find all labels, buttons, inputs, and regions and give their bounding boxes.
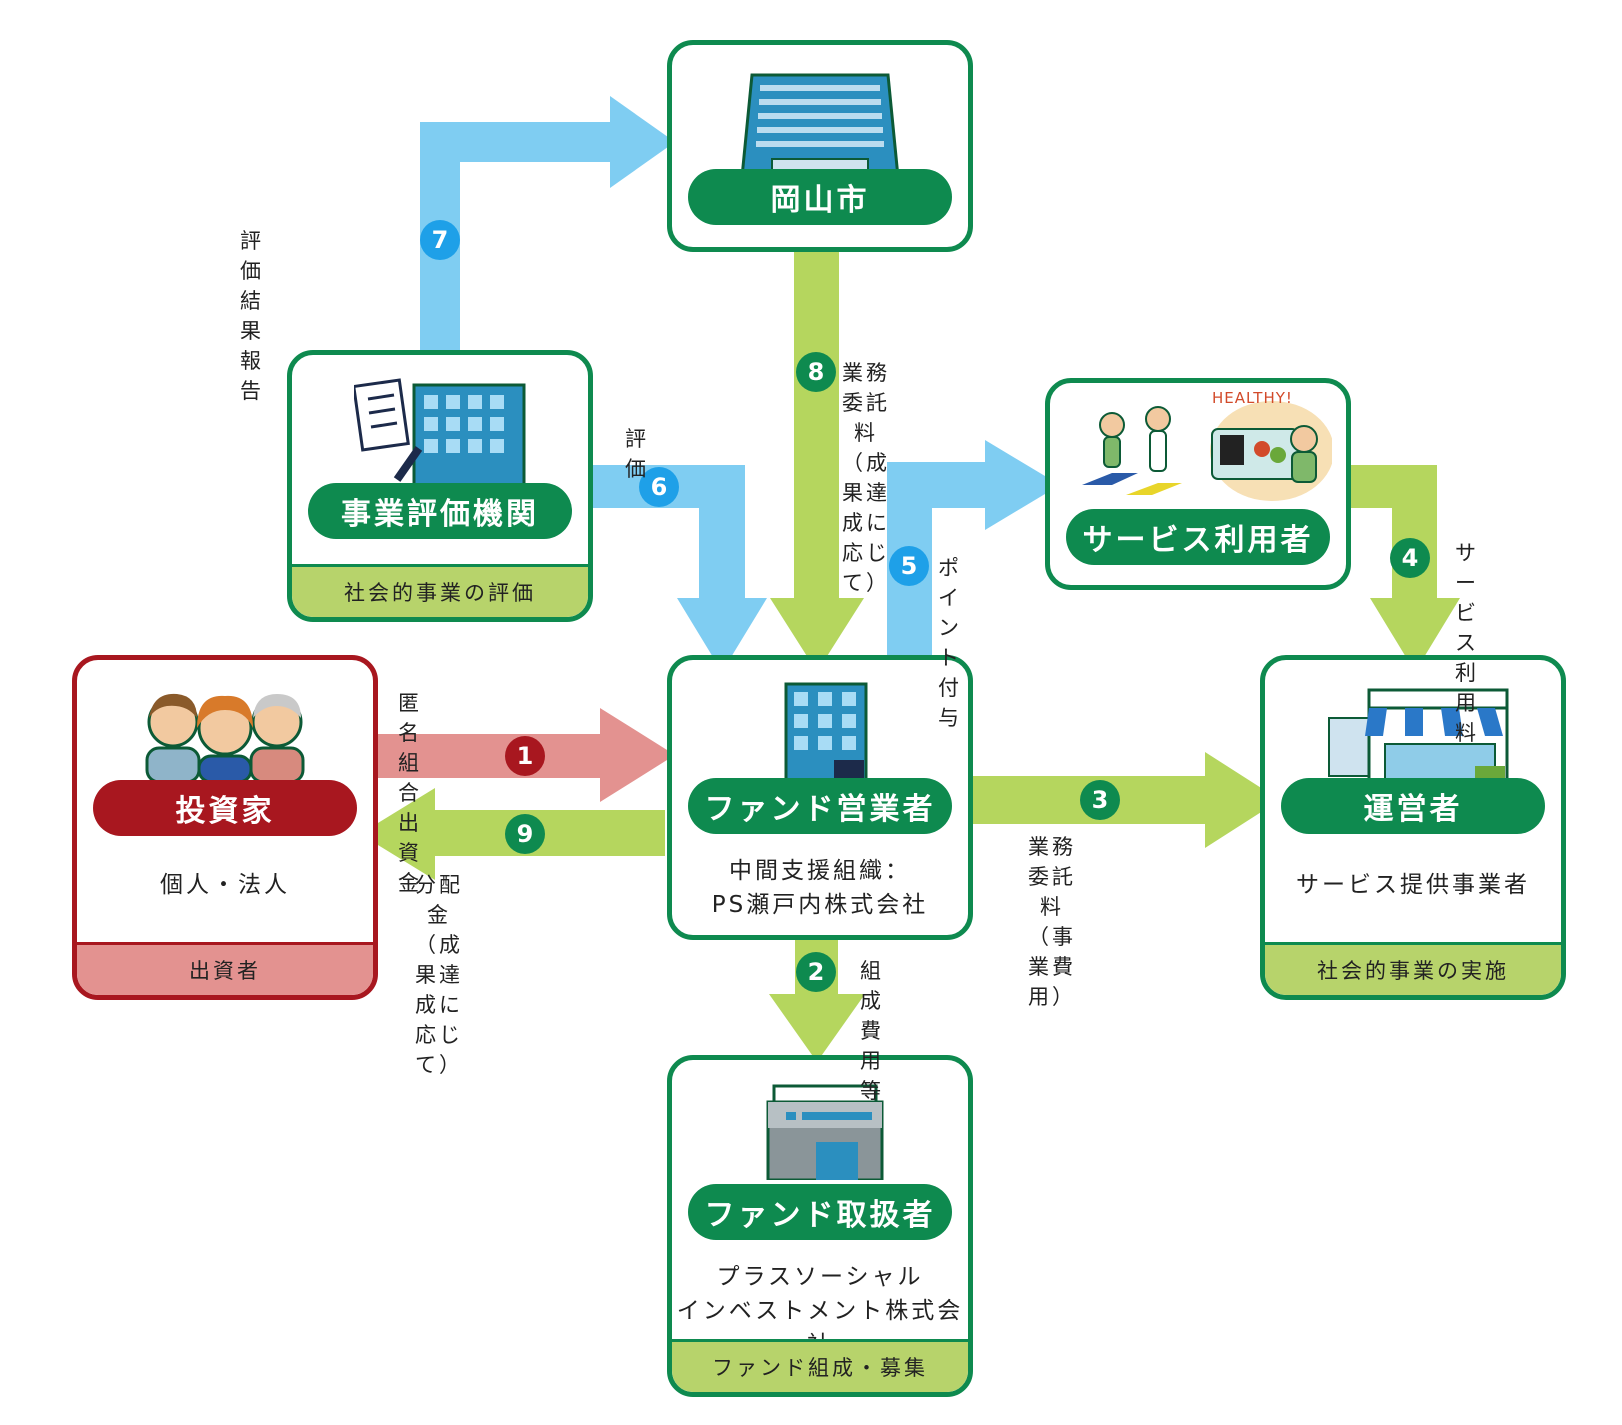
node-service-user: HEALTHY! サービス利用者 [1045, 378, 1351, 590]
arrow-6 [590, 465, 767, 672]
flow-7-label: 評価結果報告 [240, 229, 264, 403]
investor-title: 投資家 [93, 780, 357, 836]
fund-handler-title: ファンド取扱者 [688, 1184, 952, 1240]
fund-handler-building-icon [766, 1084, 884, 1180]
fund-operator-building-icon [784, 682, 868, 782]
flow-5-label: ポイント 付与 [938, 556, 962, 730]
service-user-title: サービス利用者 [1066, 509, 1330, 565]
city-hall-building-icon [740, 73, 900, 177]
evaluator-footer: 社会的事業の評価 [292, 564, 588, 617]
flow-4-label: サービス 利用料 [1455, 541, 1479, 745]
flow-9-number: 9 [505, 814, 545, 854]
arrow-8 [770, 250, 864, 672]
node-fund-handler: ファンド取扱者 プラスソーシャル インベストメント株式会社 ファンド組成・募集 [667, 1055, 973, 1397]
operator-footer: 社会的事業の実施 [1265, 942, 1561, 995]
node-operator: 運営者 サービス提供事業者 社会的事業の実施 [1260, 655, 1566, 1000]
flow-5-number: 5 [889, 546, 929, 586]
flow-6-label: 評 価 [625, 427, 649, 481]
node-investor: 投資家 個人・法人 出資者 [72, 655, 378, 1000]
operator-title: 運営者 [1281, 778, 1545, 834]
node-evaluator: 事業評価機関 社会的事業の評価 [287, 350, 593, 622]
okayama-title: 岡山市 [688, 169, 952, 225]
healthy-badge: HEALTHY! [1212, 389, 1293, 407]
evaluation-checklist-building-icon [354, 378, 526, 485]
flow-1-number: 1 [505, 736, 545, 776]
investor-sub: 個人・法人 [160, 872, 290, 898]
arrow-2 [769, 930, 865, 1062]
flow-2-label: 組成費用等 [860, 959, 884, 1103]
fund-handler-sub: プラスソーシャル インベストメント株式会社 [676, 1264, 964, 1358]
flow-3-number: 3 [1080, 780, 1120, 820]
operator-sub: サービス提供事業者 [1296, 872, 1530, 898]
fund-operator-sub: 中間支援組織： PS瀬戸内株式会社 [711, 858, 929, 918]
fund-operator-title: ファンド営業者 [688, 778, 952, 834]
flow-3-label: 業務委託料 （事業費用） [1028, 835, 1076, 1009]
flow-2-number: 2 [796, 952, 836, 992]
flow-4-number: 4 [1390, 538, 1430, 578]
flow-7-number: 7 [420, 220, 460, 260]
investor-footer: 出資者 [77, 942, 373, 995]
investors-people-icon [145, 693, 305, 782]
arrow-5 [887, 440, 1060, 655]
healthy-people-icon [1082, 401, 1332, 501]
arrow-3 [965, 752, 1280, 848]
arrow-7 [420, 96, 675, 350]
flow-8-number: 8 [796, 352, 836, 392]
flow-1-label: 匿名組合出資金 [398, 691, 422, 895]
node-okayama: 岡山市 [667, 40, 973, 252]
evaluator-title: 事業評価機関 [308, 483, 572, 539]
flow-8-label: 業務委託料 （成果達成に応じて） [842, 361, 890, 595]
flow-9-label: 分配金 （成果達成に応じて） [415, 873, 463, 1077]
node-fund-operator: ファンド営業者 中間支援組織： PS瀬戸内株式会社 [667, 655, 973, 940]
restaurant-shop-icon [1328, 688, 1509, 786]
flow-6-number: 6 [639, 467, 679, 507]
fund-handler-footer: ファンド組成・募集 [672, 1339, 968, 1392]
